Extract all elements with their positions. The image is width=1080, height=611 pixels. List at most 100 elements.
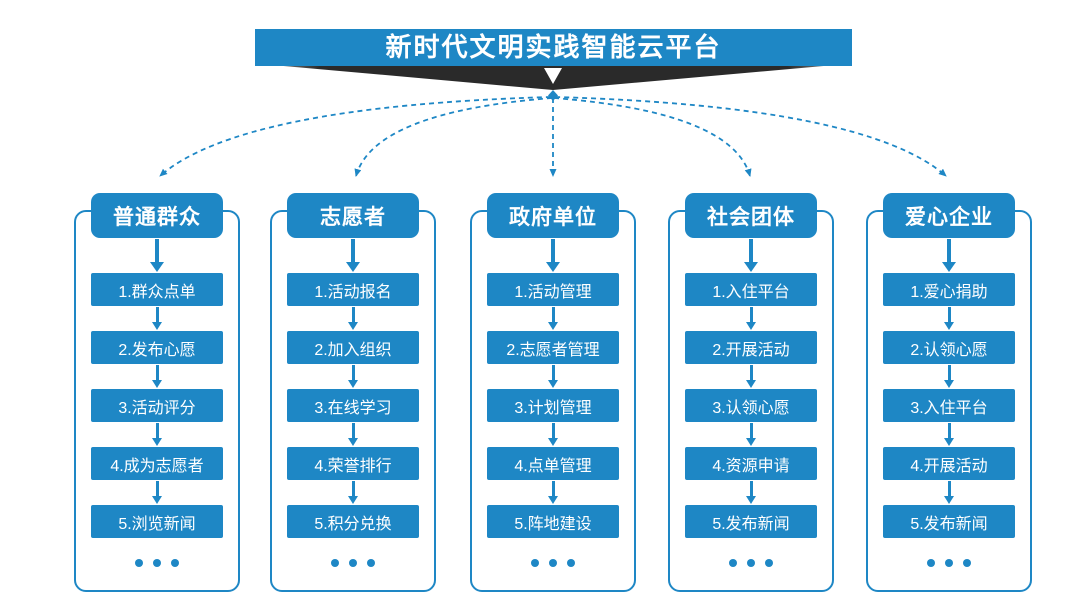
ellipsis-dots — [531, 559, 575, 567]
arrow-stem — [947, 239, 951, 262]
column-header: 政府单位 — [487, 193, 619, 238]
dot — [171, 559, 179, 567]
arrow-head — [150, 262, 164, 272]
step-box: 2.发布心愿 — [91, 331, 223, 364]
dot — [549, 559, 557, 567]
arrow-head — [152, 322, 162, 330]
arrow-head — [942, 262, 956, 272]
column-enterprise: 爱心企业 1.爱心捐助 2.认领心愿 3.入住平台 4.开展活动 5.发布新闻 — [866, 193, 1032, 592]
step-box: 5.浏览新闻 — [91, 505, 223, 538]
ribbon-down-arrow-icon — [544, 68, 562, 84]
column-volunteer: 志愿者 1.活动报名 2.加入组织 3.在线学习 4.荣誉排行 5.积分兑换 — [270, 193, 436, 592]
platform-title: 新时代文明实践智能云平台 — [255, 29, 852, 66]
column-public: 普通群众 1.群众点单 2.发布心愿 3.活动评分 4.成为志愿者 5.浏览新闻 — [74, 193, 240, 592]
column-header: 普通群众 — [91, 193, 223, 238]
arrow-stem — [351, 239, 355, 262]
column-header: 社会团体 — [685, 193, 817, 238]
dot — [567, 559, 575, 567]
arrow-head — [944, 380, 954, 388]
dot — [927, 559, 935, 567]
arrow-stem — [947, 423, 951, 438]
arrow-stem — [351, 365, 355, 380]
arrow-head — [744, 262, 758, 272]
dot — [135, 559, 143, 567]
dot — [747, 559, 755, 567]
step-box: 3.在线学习 — [287, 389, 419, 422]
connector-to-column-5 — [554, 96, 947, 177]
arrow-stem — [551, 481, 555, 496]
down-arrow-icon — [346, 239, 360, 272]
arrow-stem — [155, 365, 159, 380]
down-arrow-icon — [944, 307, 954, 330]
arrow-stem — [749, 365, 753, 380]
step-box: 4.荣誉排行 — [287, 447, 419, 480]
column-government: 政府单位 1.活动管理 2.志愿者管理 3.计划管理 4.点单管理 5.阵地建设 — [470, 193, 636, 592]
arrow-head — [152, 496, 162, 504]
down-arrow-icon — [548, 423, 558, 446]
down-arrow-icon — [746, 365, 756, 388]
down-arrow-icon — [944, 481, 954, 504]
arrow-head — [348, 438, 358, 446]
down-arrow-icon — [548, 307, 558, 330]
arrow-head — [746, 496, 756, 504]
step-box: 4.开展活动 — [883, 447, 1015, 480]
down-arrow-icon — [548, 365, 558, 388]
down-arrow-icon — [152, 481, 162, 504]
dot — [765, 559, 773, 567]
arrow-stem — [749, 307, 753, 322]
arrow-head — [152, 380, 162, 388]
arrow-head — [152, 438, 162, 446]
arrow-stem — [947, 481, 951, 496]
down-arrow-icon — [348, 307, 358, 330]
arrow-stem — [155, 307, 159, 322]
step-box: 3.计划管理 — [487, 389, 619, 422]
step-box: 5.发布新闻 — [883, 505, 1015, 538]
dot — [349, 559, 357, 567]
step-box: 3.入住平台 — [883, 389, 1015, 422]
ellipsis-dots — [331, 559, 375, 567]
ellipsis-dots — [135, 559, 179, 567]
step-box: 2.加入组织 — [287, 331, 419, 364]
dot — [367, 559, 375, 567]
arrow-stem — [155, 239, 159, 262]
arrow-stem — [551, 307, 555, 322]
arrow-head — [548, 496, 558, 504]
step-box: 2.志愿者管理 — [487, 331, 619, 364]
column-header: 爱心企业 — [883, 193, 1015, 238]
step-box: 3.认领心愿 — [685, 389, 817, 422]
down-arrow-icon — [152, 365, 162, 388]
down-arrow-icon — [944, 423, 954, 446]
step-box: 1.活动报名 — [287, 273, 419, 306]
dot — [531, 559, 539, 567]
down-arrow-icon — [152, 307, 162, 330]
down-arrow-icon — [546, 239, 560, 272]
connector-to-column-2 — [354, 97, 553, 177]
arrow-head — [546, 262, 560, 272]
arrow-head — [944, 438, 954, 446]
arrow-head — [348, 380, 358, 388]
step-box: 2.认领心愿 — [883, 331, 1015, 364]
dot — [963, 559, 971, 567]
arrow-head — [348, 322, 358, 330]
down-arrow-icon — [746, 307, 756, 330]
step-box: 5.阵地建设 — [487, 505, 619, 538]
step-box: 4.点单管理 — [487, 447, 619, 480]
arrow-stem — [551, 365, 555, 380]
arrow-stem — [551, 239, 555, 262]
dot — [945, 559, 953, 567]
dot — [331, 559, 339, 567]
arrow-stem — [551, 423, 555, 438]
arrow-stem — [749, 481, 753, 496]
step-box: 1.入住平台 — [685, 273, 817, 306]
dot — [153, 559, 161, 567]
arrow-stem — [351, 481, 355, 496]
arrow-stem — [351, 423, 355, 438]
down-arrow-icon — [152, 423, 162, 446]
down-arrow-icon — [746, 481, 756, 504]
arrow-head — [348, 496, 358, 504]
arrow-stem — [749, 239, 753, 262]
step-box: 4.资源申请 — [685, 447, 817, 480]
step-box: 1.活动管理 — [487, 273, 619, 306]
step-box: 5.发布新闻 — [685, 505, 817, 538]
